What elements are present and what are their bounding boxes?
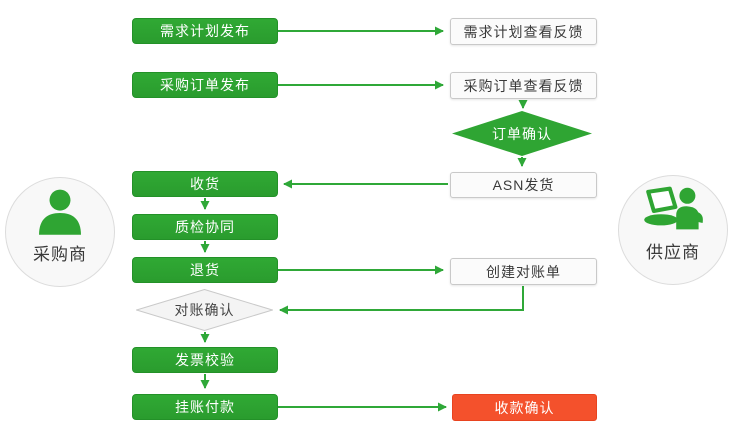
node-label: 收款确认 — [494, 399, 555, 416]
node-reconcile-confirm: 对账确认 — [136, 289, 273, 331]
node-label: 需求计划查看反馈 — [463, 23, 584, 40]
node-label: 采购订单发布 — [160, 77, 250, 93]
node-label: ASN发货 — [492, 177, 555, 193]
node-label: 发票校验 — [175, 352, 235, 368]
node-label: 订单确认 — [492, 125, 552, 142]
node-receipt-confirm: 收款确认 — [452, 394, 597, 421]
node-return-goods: 退货 — [132, 257, 278, 283]
node-label: 需求计划发布 — [160, 23, 250, 39]
node-demand-plan-feedback: 需求计划查看反馈 — [450, 18, 597, 45]
node-po-publish: 采购订单发布 — [132, 72, 278, 98]
node-quality-check: 质检协同 — [132, 214, 278, 240]
node-label: 退货 — [190, 262, 220, 278]
node-label: 对账确认 — [174, 302, 235, 318]
node-invoice-verify: 发票校验 — [132, 347, 278, 373]
actor-supplier: 供应商 — [618, 175, 728, 285]
actor-buyer: 采购商 — [5, 177, 115, 287]
node-label: 挂账付款 — [175, 399, 235, 415]
node-label: 质检协同 — [175, 219, 235, 235]
node-asn-ship: ASN发货 — [450, 172, 597, 198]
node-order-confirm: 订单确认 — [452, 111, 592, 156]
node-label: 收货 — [190, 176, 220, 192]
node-receive-goods: 收货 — [132, 171, 278, 197]
person-icon — [39, 189, 81, 235]
diamond-shape — [452, 111, 592, 156]
node-label: 采购订单查看反馈 — [463, 77, 584, 94]
node-po-feedback: 采购订单查看反馈 — [450, 72, 597, 99]
diamond-shape — [136, 289, 273, 331]
node-label: 创建对账单 — [486, 263, 561, 280]
person-laptop-icon — [644, 186, 703, 230]
actor-buyer-label: 采购商 — [33, 245, 87, 264]
actor-supplier-label: 供应商 — [646, 243, 700, 262]
node-pending-payment: 挂账付款 — [132, 394, 278, 420]
node-create-statement: 创建对账单 — [450, 258, 597, 285]
node-demand-plan-publish: 需求计划发布 — [132, 18, 278, 44]
